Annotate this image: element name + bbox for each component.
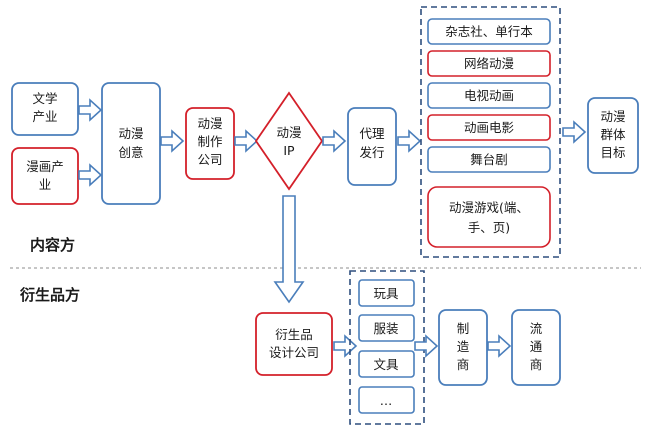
manufacturer-line-3: 商	[457, 357, 470, 372]
arrow-ip-to-derivatives	[273, 195, 305, 304]
arrow-studio-to-ip	[234, 130, 258, 152]
anime-ip-line-2: IP	[283, 143, 295, 158]
distributor-line-3: 商	[530, 357, 543, 372]
anime-ip-line-1: 动漫	[276, 125, 301, 140]
comics-industry-box: 漫画产 业	[11, 147, 79, 205]
arrow-release-to-channels	[397, 130, 421, 152]
target-audience-box: 动漫 群体 目标	[587, 97, 639, 174]
anime-studio-box: 动漫 制作 公司	[185, 107, 235, 180]
channel-anime-games-line-2: 手、页)	[468, 220, 510, 235]
product-toys: 玩具	[358, 279, 415, 307]
anime-studio-line-2: 制作	[197, 134, 223, 149]
distributor-line-1: 流	[530, 321, 543, 336]
derivative-side-label: 衍生品方	[19, 286, 80, 304]
comics-line-2: 业	[39, 177, 52, 192]
product-more: …	[358, 386, 415, 414]
channel-tv-anime: 电视动画	[427, 82, 551, 109]
channel-stage-play-label: 舞台剧	[470, 152, 508, 167]
arrow-literature-to-creation	[78, 99, 102, 121]
arrow-manufacturer-to-distributor	[487, 335, 511, 357]
agent-release-line-2: 发行	[359, 145, 384, 160]
channel-magazine: 杂志社、单行本	[427, 18, 551, 45]
channel-magazine-label: 杂志社、单行本	[445, 24, 533, 39]
channel-web-anime-label: 网络动漫	[464, 56, 514, 71]
channel-web-anime: 网络动漫	[427, 50, 551, 77]
target-audience-line-2: 群体	[600, 127, 626, 142]
target-audience-line-3: 目标	[600, 145, 625, 160]
channels-group	[420, 6, 561, 258]
anime-ip-diamond: 动漫 IP	[254, 91, 324, 191]
distributor-line-2: 通	[530, 339, 543, 354]
product-stationery-label: 文具	[373, 357, 399, 372]
agent-release-line-1: 代理	[359, 126, 385, 141]
manufacturer-box: 制 造 商	[438, 309, 488, 386]
anime-creation-box: 动漫 创意	[101, 82, 161, 205]
arrow-creation-to-studio	[160, 130, 184, 152]
agent-release-box: 代理 发行	[347, 107, 397, 186]
derivative-design-line-1: 衍生品	[275, 327, 313, 342]
anime-studio-line-1: 动漫	[197, 116, 222, 131]
anime-creation-line-2: 创意	[118, 145, 143, 160]
arrow-design-to-products	[333, 335, 357, 357]
product-clothing: 服装	[358, 314, 415, 342]
literature-line-2: 产业	[32, 109, 57, 124]
channel-anime-film: 动画电影	[427, 114, 551, 141]
anime-studio-line-3: 公司	[197, 152, 222, 167]
distributor-box: 流 通 商	[511, 309, 561, 386]
product-toys-label: 玩具	[373, 286, 399, 301]
derivative-design-box: 衍生品 设计公司	[255, 312, 333, 376]
arrow-ip-to-release	[322, 130, 346, 152]
anime-creation-line-1: 动漫	[118, 126, 143, 141]
literature-line-1: 文学	[32, 91, 57, 106]
arrow-channels-to-audience	[562, 121, 586, 143]
arrow-comics-to-creation	[78, 164, 102, 186]
channel-stage-play: 舞台剧	[427, 146, 551, 173]
content-side-label: 内容方	[30, 236, 75, 254]
product-stationery: 文具	[358, 350, 415, 378]
product-more-label: …	[380, 393, 393, 408]
manufacturer-line-1: 制	[457, 321, 470, 336]
target-audience-line-1: 动漫	[600, 109, 625, 124]
derivative-design-line-2: 设计公司	[269, 345, 319, 360]
literature-industry-box: 文学 产业	[11, 82, 79, 136]
product-clothing-label: 服装	[373, 321, 398, 336]
comics-line-1: 漫画产	[26, 159, 64, 174]
channel-tv-anime-label: 电视动画	[464, 88, 514, 103]
manufacturer-line-2: 造	[457, 339, 470, 354]
channel-anime-games-line-1: 动漫游戏(端、	[449, 200, 529, 215]
channel-anime-games: 动漫游戏(端、 手、页)	[427, 186, 551, 248]
arrow-products-to-manufacturer	[414, 335, 438, 357]
channel-anime-film-label: 动画电影	[464, 120, 515, 135]
